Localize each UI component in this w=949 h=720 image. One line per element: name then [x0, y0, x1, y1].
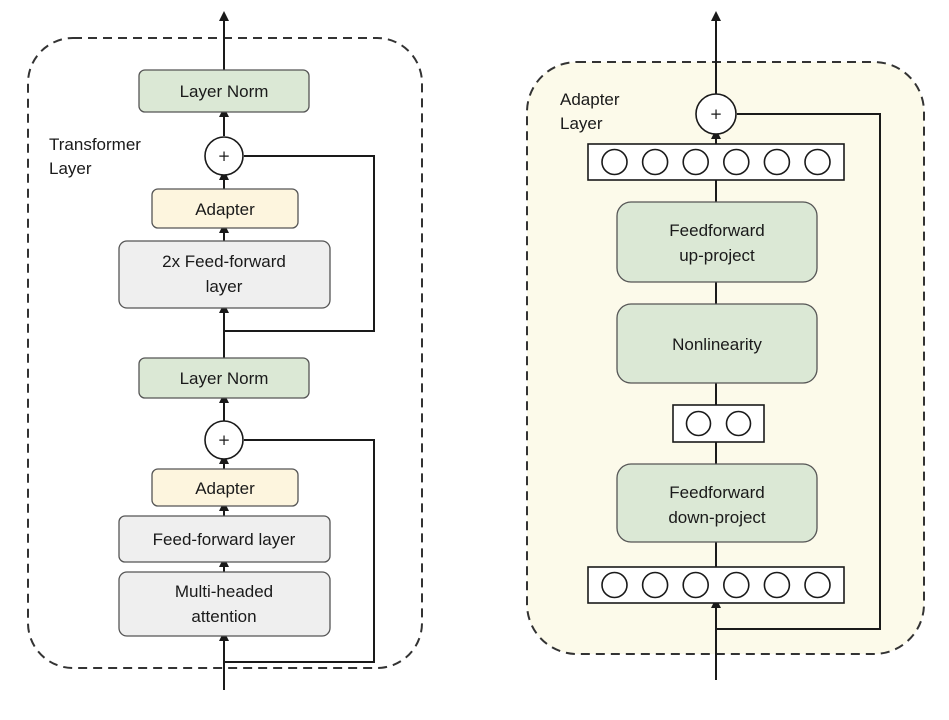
- adapter-layer-panel: Adapter Layer + Feedforward up-project: [526, 11, 925, 680]
- plus-symbol: +: [218, 147, 231, 165]
- ff2x-block: 2x Feed-forward layer: [118, 240, 331, 309]
- adapter-bottom-label: Adapter: [195, 479, 255, 498]
- ff-layer-block: Feed-forward layer: [118, 515, 331, 563]
- layer-norm-mid-box: [138, 357, 310, 399]
- layer-norm-top-label: Layer Norm: [180, 82, 269, 101]
- neuron-node: [682, 571, 710, 599]
- mha-block: Multi-headed attention: [118, 571, 331, 637]
- mha-box: [118, 571, 331, 637]
- adapter-top-box: [151, 188, 299, 229]
- adapter-top-label: Adapter: [195, 200, 255, 219]
- top-neuron-row: [587, 143, 845, 181]
- ff-layer-label: Feed-forward layer: [153, 530, 296, 549]
- skip-connection-top: [224, 155, 375, 332]
- plus-node-bottom: +: [204, 420, 244, 460]
- neuron-node: [641, 148, 669, 176]
- neuron-node: [601, 571, 628, 599]
- transformer-layer-panel: Transformer Layer Layer Norm + Adapter: [27, 11, 423, 690]
- add-icon: [204, 136, 244, 176]
- nonlinearity-label: Nonlinearity: [672, 335, 762, 354]
- plus-symbol: +: [710, 105, 723, 123]
- down-project-label-line1: Feedforward: [669, 483, 764, 502]
- transformer-layer-title-line2: Layer: [49, 159, 92, 178]
- neuron-node: [804, 571, 831, 599]
- adapter-plus-node: +: [695, 93, 737, 135]
- adapter-bottom-box: [151, 468, 299, 507]
- nonlinearity-box: [616, 303, 818, 384]
- ff2x-label-line1: 2x Feed-forward: [162, 252, 286, 271]
- down-project-block: Feedforward down-project: [616, 463, 818, 543]
- neuron-node: [682, 148, 710, 176]
- down-project-box: [616, 463, 818, 543]
- neuron-node: [685, 410, 712, 437]
- plus-node-top: +: [204, 136, 244, 176]
- down-project-label-line2: down-project: [668, 508, 766, 527]
- layer-norm-mid-label: Layer Norm: [180, 369, 269, 388]
- nonlinearity-block: Nonlinearity: [616, 303, 818, 384]
- add-icon: [695, 93, 737, 135]
- neuron-node: [722, 148, 750, 176]
- add-icon: [204, 420, 244, 460]
- neuron-node: [804, 148, 831, 176]
- layer-norm-top-box: [138, 69, 310, 113]
- transformer-layer-title-line1: Transformer: [49, 135, 141, 154]
- adapter-layer-title-line1: Adapter: [560, 90, 620, 109]
- layer-norm-top-block: Layer Norm: [138, 69, 310, 113]
- ff2x-box: [118, 240, 331, 309]
- mha-label-line2: attention: [191, 607, 256, 626]
- adapter-top-block: Adapter: [151, 188, 299, 229]
- layer-norm-mid-block: Layer Norm: [138, 357, 310, 399]
- ff2x-label-line2: layer: [206, 277, 243, 296]
- top-neuron-row-box: [587, 143, 845, 181]
- bottom-neuron-row-box: [587, 566, 845, 604]
- neuron-node: [763, 571, 791, 599]
- adapter-layer-title-line2: Layer: [560, 114, 603, 133]
- neuron-node: [725, 410, 752, 437]
- ff-layer-box: [118, 515, 331, 563]
- neuron-node: [722, 571, 750, 599]
- up-project-block: Feedforward up-project: [616, 201, 818, 283]
- adapter-skip-connection: [716, 113, 881, 630]
- mha-label-line1: Multi-headed: [175, 582, 273, 601]
- skip-connection-bottom: [224, 439, 375, 663]
- neuron-node: [763, 148, 791, 176]
- neuron-node: [641, 571, 669, 599]
- middle-neuron-row: [672, 404, 765, 443]
- neuron-node: [601, 148, 628, 176]
- up-project-label-line1: Feedforward: [669, 221, 764, 240]
- plus-symbol: +: [218, 431, 231, 449]
- bottom-neuron-row: [587, 566, 845, 604]
- up-project-label-line2: up-project: [679, 246, 755, 265]
- up-project-box: [616, 201, 818, 283]
- adapter-bottom-block: Adapter: [151, 468, 299, 507]
